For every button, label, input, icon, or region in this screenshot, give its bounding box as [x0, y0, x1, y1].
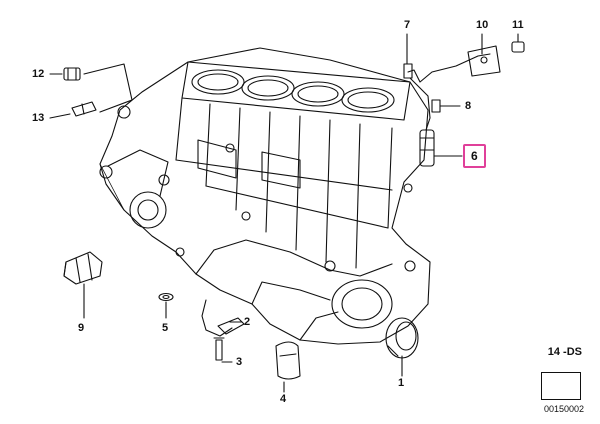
part-3-label[interactable]: 3 — [236, 356, 243, 368]
part-12-label[interactable]: 12 — [32, 68, 45, 80]
part-8-label[interactable]: 8 — [465, 100, 472, 112]
part-9-label[interactable]: 9 — [78, 322, 85, 334]
part-13-label[interactable]: 13 — [32, 112, 45, 124]
part-4-label[interactable]: 4 — [280, 393, 287, 405]
part-10-label[interactable]: 10 — [476, 19, 489, 31]
part-2-label[interactable]: 2 — [244, 316, 251, 328]
part-6-label-highlighted[interactable]: 6 — [463, 144, 486, 168]
part-7-label[interactable]: 7 — [404, 19, 411, 31]
diagram-code-label: 14 -DS — [547, 346, 582, 358]
part-1-label[interactable]: 1 — [398, 377, 405, 389]
document-arrow-icon — [541, 372, 581, 400]
part-5-label[interactable]: 5 — [162, 322, 169, 334]
document-id: 00150002 — [544, 404, 585, 414]
part-11-label[interactable]: 11 — [512, 19, 524, 31]
